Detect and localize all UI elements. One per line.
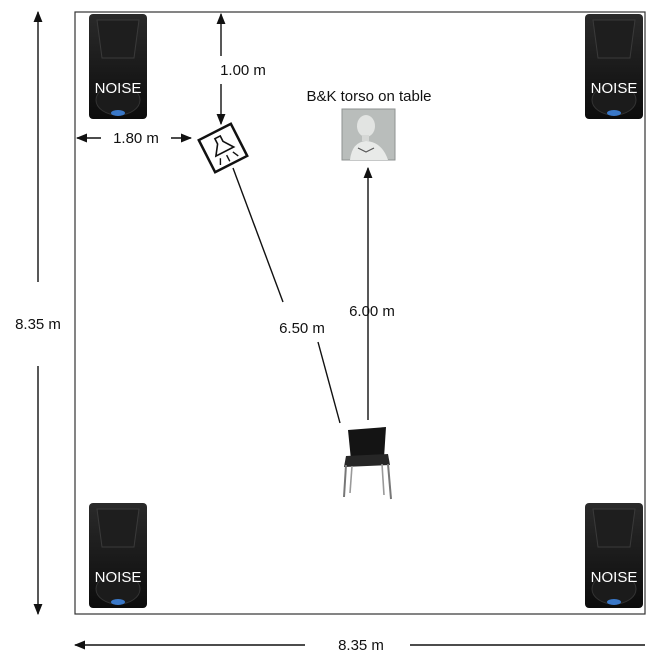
torso-image (341, 108, 396, 161)
room-outline (74, 11, 646, 615)
chair-to-lamp-line: 6.50 m (232, 167, 341, 424)
chair-to-lamp-label: 6.50 m (279, 320, 325, 337)
speaker-bottom-left: NOISE (89, 503, 147, 608)
speaker-top-left: NOISE (89, 14, 147, 119)
lamp-top-offset-label: 1.00 m (220, 62, 266, 79)
room-height-dimension: 8.35 m (15, 10, 61, 616)
speaker-label: NOISE (95, 569, 142, 586)
chair-icon (343, 427, 392, 500)
lamp-left-offset-label: 1.80 m (113, 130, 159, 147)
room-width-label: 8.35 m (338, 637, 384, 651)
room-height-label: 8.35 m (15, 316, 61, 333)
speaker-label: NOISE (591, 569, 638, 586)
torso-label: B&K torso on table (306, 88, 431, 105)
lamp-top-offset-dimension: 1.00 m (216, 12, 266, 126)
room-width-dimension: 8.35 m (73, 637, 645, 651)
lamp-source-icon (197, 122, 249, 174)
speaker-label: NOISE (95, 80, 142, 97)
lamp-left-offset-dimension: 1.80 m (75, 130, 193, 147)
speaker-label: NOISE (591, 80, 638, 97)
chair-to-torso-line: 6.00 m (349, 166, 395, 420)
speaker-bottom-right: NOISE (585, 503, 643, 608)
speaker-top-right: NOISE (585, 14, 643, 119)
chair-to-torso-label: 6.00 m (349, 303, 395, 320)
